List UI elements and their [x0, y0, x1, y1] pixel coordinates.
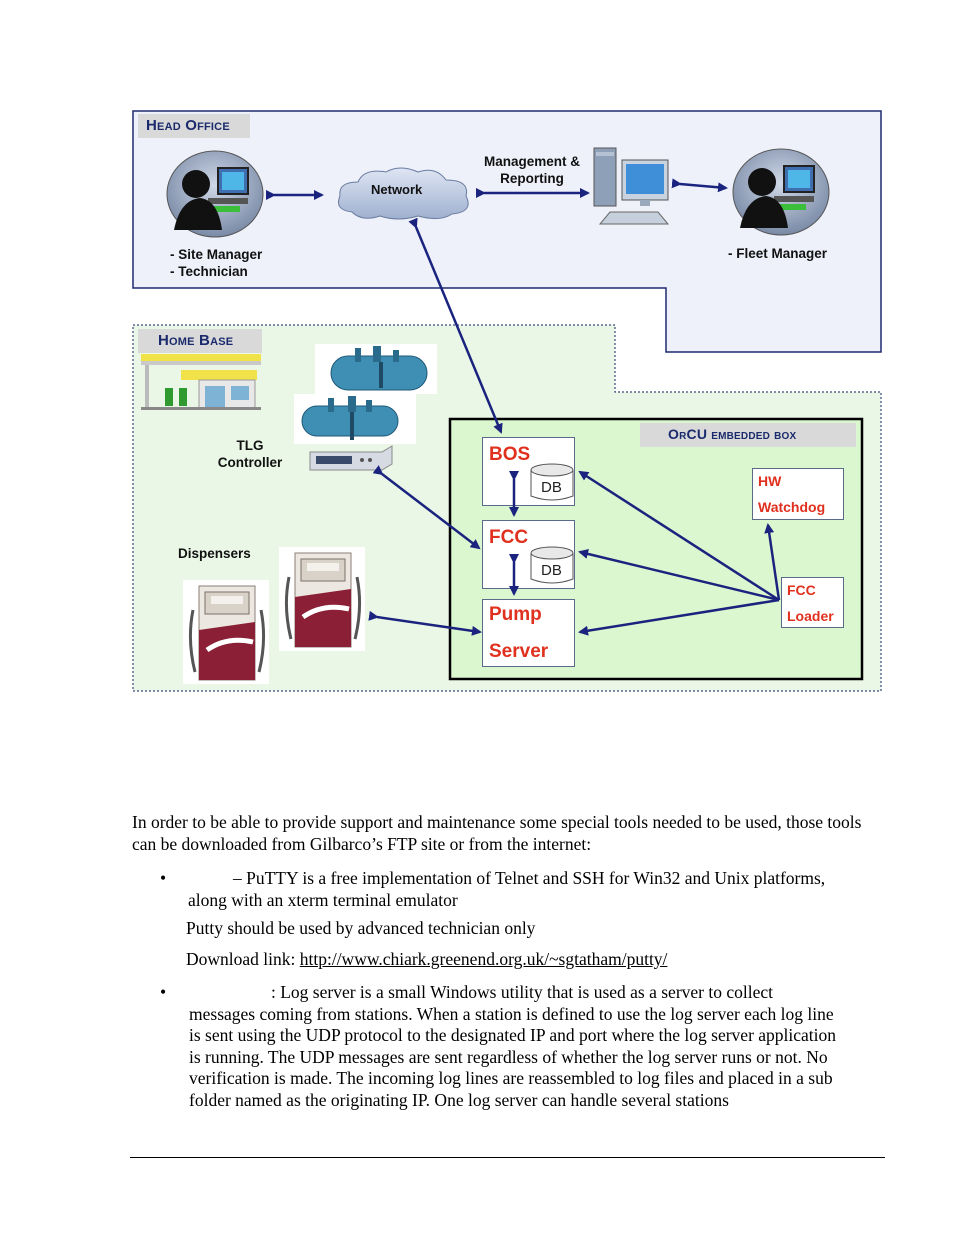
- arrow-management-fleet-manager: [671, 178, 728, 193]
- arrow-loader-watchdog: [764, 523, 781, 601]
- footer-divider: [130, 1157, 885, 1158]
- network-label: Network: [371, 182, 423, 197]
- download-line: Download link: http://www.chiark.greenen…: [186, 949, 668, 969]
- dispensers-label: Dispensers: [178, 546, 251, 561]
- putty-download-link[interactable]: http://www.chiark.greenend.org.uk/~sgtat…: [299, 949, 668, 969]
- management-reporting-label: Management & Reporting: [483, 154, 581, 186]
- bullet-putty: •: [160, 868, 167, 888]
- tlg-controller-label: TLG Controller: [217, 438, 283, 470]
- network-cloud-icon: [338, 167, 469, 220]
- intro-paragraph: In order to be able to provide support a…: [132, 812, 862, 854]
- tlg-controller-device-icon: [309, 445, 393, 471]
- site-manager-label: - Site Manager - Technician: [170, 247, 263, 279]
- bos-db-cylinder-icon: [530, 463, 574, 501]
- putty-note: Putty should be used by advanced technic…: [186, 918, 536, 938]
- home-base-caption: Home Base: [138, 329, 262, 353]
- arrow-loader-bos: [578, 470, 780, 602]
- orcu-caption: OrCU embedded box: [640, 423, 856, 447]
- dispenser-1-icon: [183, 580, 269, 684]
- arrow-loader-pump-server: [578, 598, 780, 636]
- head-office-caption: Head Office: [138, 114, 250, 138]
- arrow-tlg-fcc: [372, 465, 481, 550]
- arrow-loader-fcc: [578, 549, 780, 602]
- fuel-tank-2-icon: [294, 394, 416, 444]
- fcc-db-cylinder-icon: [530, 546, 574, 584]
- network-diagram: Head Office Home Base OrCU embedded box: [132, 110, 882, 692]
- bullet-log-server: •: [160, 982, 167, 1002]
- dispenser-2-icon: [279, 547, 365, 651]
- putty-description: – PuTTY is a free implementation of Teln…: [188, 868, 826, 910]
- arrow-network-bos: [408, 217, 503, 434]
- fleet-manager-label: - Fleet Manager: [728, 246, 828, 261]
- fleet-manager-person-icon: [732, 148, 830, 236]
- bos-db-label: DB: [541, 479, 562, 496]
- arrow-dispensers-pump-server: [368, 610, 482, 636]
- hw-watchdog-box: HW Watchdog: [752, 468, 844, 520]
- head-office-region: [132, 110, 882, 353]
- diagram-arrows: [266, 178, 781, 636]
- fcc-db-label: DB: [541, 562, 562, 579]
- site-manager-person-icon: [166, 150, 264, 238]
- pump-server-box: Pump Server: [482, 599, 575, 667]
- fcc-loader-box: FCC Loader: [781, 577, 844, 628]
- gas-station-icon: [141, 354, 261, 410]
- management-computer-icon: [593, 147, 670, 225]
- log-server-description: : Log server is a small Windows utility …: [189, 982, 837, 1110]
